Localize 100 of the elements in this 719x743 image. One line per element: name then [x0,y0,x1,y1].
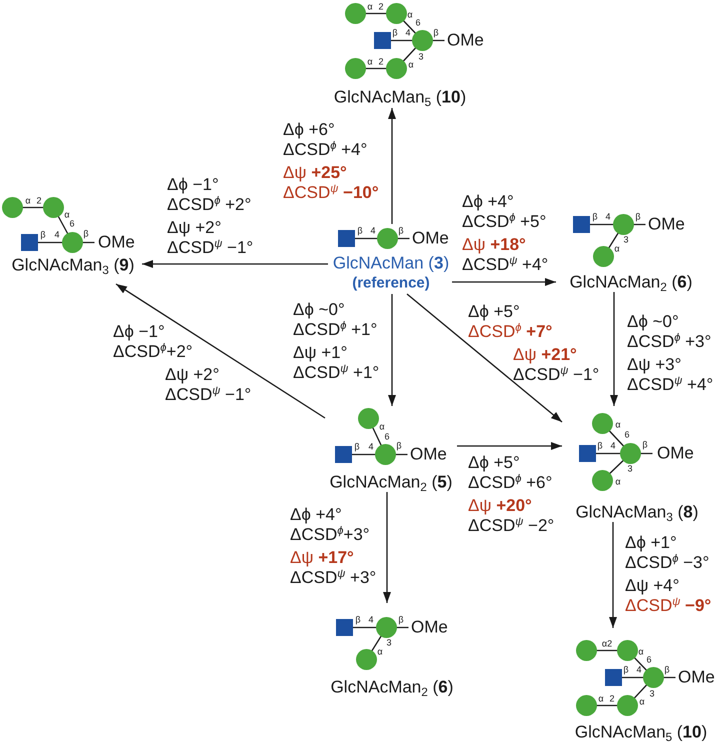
linkage-label: β [398,226,404,236]
edge-label: ΔCSD$^{ϕ}$+3° [290,525,370,545]
edge-label: Δψ +20° [468,496,532,516]
edge-label: Δψ +17° [290,548,354,568]
linkage-label: α [639,698,645,706]
linkage-label: 6 [416,18,420,28]
linkage-label: 4 [610,442,616,450]
edge-label: Δψ +4° [625,576,680,596]
edge-label: ΔCSD$^{ψ}$ −10° [283,183,379,203]
arrow [406,294,562,422]
linkage-label: 6 [384,432,390,442]
linkage-label: β [83,230,89,238]
linkage-label: 3 [386,638,392,648]
linkage-label: α [615,478,621,486]
compound-name: GlcNAcMan$_{5}$ (10) [334,88,466,106]
linkage-label: 4 [406,28,410,38]
linkage-label: β [635,212,641,222]
edge-label: Δϕ +5° [468,453,520,473]
edge-label: ΔCSD$^{ψ}$ −1° [167,238,254,258]
linkage-label: 4 [370,226,376,236]
edge-label: Δψ +25° [283,163,347,183]
linkage-label: 3 [650,690,654,698]
linkage-label: 4 [636,666,642,674]
edge-label: ΔCSD$^{ϕ}$ +1° [293,320,378,340]
arrow [388,108,396,224]
aglycone-label: OMe [657,444,694,462]
linkage-label: α [615,420,621,430]
linkage-label: β [433,28,439,38]
linkage-label: 4 [54,230,60,240]
linkage-label: 2 [378,2,384,12]
linkage-label: 3 [624,236,628,244]
edge-label: Δϕ ~0° [293,300,345,320]
linkage-label: β [354,442,360,452]
linkage-label: 3 [418,52,424,62]
edge-label: Δψ +2° [167,218,222,238]
linkage-label: β [642,440,648,450]
linkage-label: β [597,442,603,450]
edge-label: Δϕ +6° [283,120,335,140]
linkage-label: 6 [70,220,74,228]
edge-label: Δψ +1° [293,343,348,363]
edge-label: ΔCSD$^{ϕ}$ −3° [625,553,710,573]
aglycone-label: OMe [411,618,448,636]
linkage-label: 6 [624,430,630,440]
compound-name: GlcNAcMan$_{3}$ (8) [576,504,698,520]
edge-label: Δψ +18° [462,235,526,255]
arrow [609,522,617,628]
linkage-label: 4 [368,616,374,624]
aglycone-label: OMe [678,668,715,686]
linkage-label: α [367,58,373,66]
compound-note: (reference) [352,276,430,290]
edge-label: ΔCSD$^{ψ}$ +1° [293,363,380,383]
arrow [452,278,556,286]
edge-label: ΔCSD$^{ϕ}$+2° [113,342,193,362]
linkage-label: α [638,648,644,656]
linkage-label: α [377,648,383,656]
aglycone-label: OMe [98,234,135,250]
linkage-label: α [407,10,413,20]
edge-label: Δψ +3° [627,355,682,375]
edge-label: Δϕ −1° [167,175,219,195]
edge-label: Δϕ +4° [462,192,514,212]
linkage-label: α [379,422,385,432]
compound-name: GlcNAcMan$_{2}$ (6) [570,274,692,290]
edge-label: ΔCSD$^{ψ}$ −9° [625,596,712,616]
aglycone-label: OMe [648,216,685,232]
aglycone-label: OMe [447,32,484,48]
edge-label: ΔCSD$^{ψ}$ +4° [627,375,714,395]
edge-label: Δϕ +1° [625,533,677,553]
edge-label: ΔCSD$^{ψ}$ +4° [462,255,548,275]
edge-label: Δϕ +5° [468,302,520,322]
linkage-label: 2 [378,58,384,66]
linkage-label: α [367,2,373,12]
compound-name: GlcNAcMan$_{3}$ (9) [12,256,134,274]
edge-label: ΔCSD$^{ϕ}$ +6° [468,473,552,493]
edge-label: ΔCSD$^{ϕ}$ +2° [167,195,252,215]
linkage-label: β [392,28,398,38]
edge-label: ΔCSD$^{ψ}$ −1° [165,385,252,405]
edge-label: Δϕ ~0° [627,312,679,332]
arrow [610,292,618,406]
aglycone-label: OMe [410,446,447,462]
linkage-label: α2 [602,640,612,648]
edge-label: ΔCSD$^{ϕ}$ +4° [283,140,368,160]
aglycone-label: OMe [412,230,449,246]
edge-label: Δϕ −1° [113,322,165,342]
compound-name: GlcNAcMan$_{2}$ (6) [330,678,454,696]
edge-label: ΔCSD$^{ψ}$ −1° [513,365,600,385]
edge-label: Δψ +2° [165,365,220,385]
linkage-label: β [396,442,402,450]
arrow [142,260,328,268]
edge-label: Δϕ +4° [290,505,342,525]
linkage-label: β [592,212,598,222]
edge-label: ΔCSD$^{ψ}$ −2° [468,516,554,536]
linkage-label: β [664,666,670,674]
arrow [457,442,562,450]
linkage-label: α [25,196,31,206]
linkage-label: β [357,226,363,236]
linkage-label: 3 [628,464,632,474]
linkage-label: α [64,210,70,220]
linkage-label: α [614,244,620,254]
linkage-label: β [40,230,46,240]
linkage-label: α [408,60,414,70]
